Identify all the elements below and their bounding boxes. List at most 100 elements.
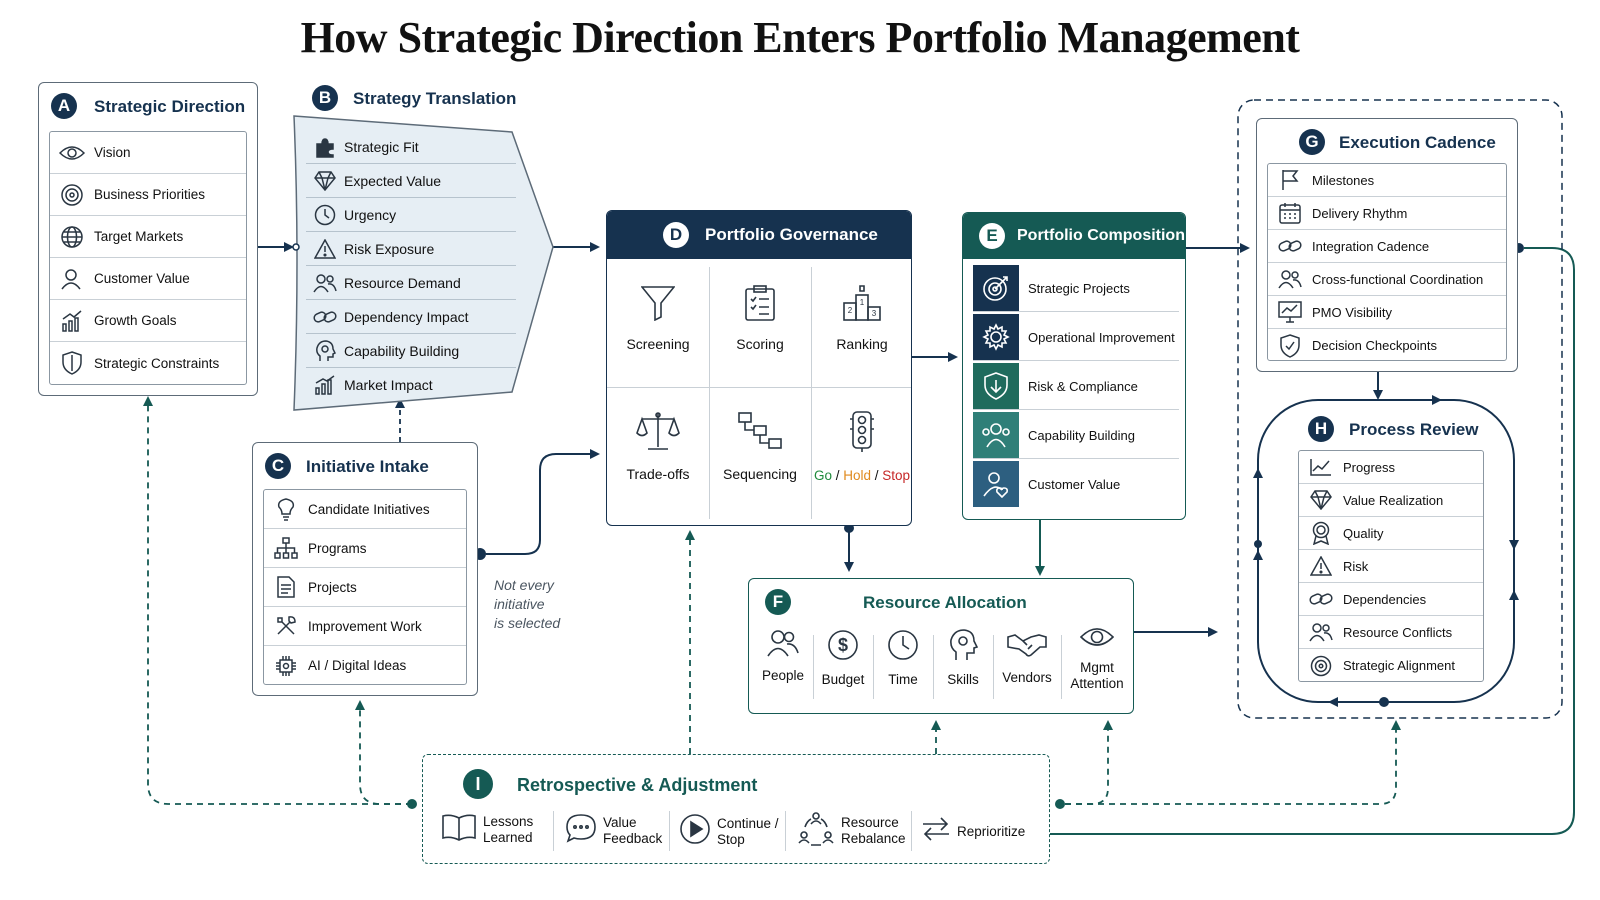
target-icon [50,183,94,207]
retrospective-card: I Retrospective & Adjustment Lessons Lea… [422,754,1050,864]
list-item: PMO Visibility [1268,296,1506,329]
head-gear-icon [306,339,344,362]
badge-i: I [463,769,493,799]
list-item: Programs [264,529,466,568]
eye-icon [50,144,94,162]
resource-people: People [753,629,813,684]
strategy-translation-list: Strategic Fit Expected Value Urgency Ris… [306,130,516,402]
lightbulb-icon [264,497,308,521]
list-item: Risk & Compliance [973,363,1179,410]
tradeoffs-step: Trade-offs [607,411,709,482]
link-icon [306,308,344,326]
user-heart-icon [973,461,1019,507]
execution-cadence-card: G Execution Cadence Milestones Delivery … [1256,118,1518,372]
list-item: Resource Conflicts [1299,616,1483,649]
list-item: Delivery Rhythm [1268,197,1506,230]
svg-text:2: 2 [848,306,853,315]
book-icon [441,813,477,846]
shield-icon [50,351,94,375]
swap-arrows-icon [921,817,951,846]
list-item: Strategic Constraints [50,342,246,384]
warning-icon [1299,556,1343,576]
warning-icon [306,238,344,259]
svg-text:3: 3 [872,309,877,318]
resource-budget: $ Budget [813,629,873,688]
list-item: Candidate Initiatives [264,490,466,529]
execution-cadence-title: Execution Cadence [1339,133,1496,152]
target-icon [973,265,1019,311]
list-item: Decision Checkpoints [1268,329,1506,362]
list-item: Dependency Impact [306,300,516,334]
link-icon [1299,590,1343,608]
stop-label: Stop [882,468,911,483]
list-item: Capability Building [306,334,516,368]
scoring-step: Scoring [709,285,811,352]
retrospective-title: Retrospective & Adjustment [517,775,758,795]
loop-g-to-i [1044,247,1575,835]
process-review-title: Process Review [1349,420,1479,439]
shield-icon [973,363,1019,409]
list-item: Strategic Fit [306,130,516,164]
target-icon [1299,655,1343,677]
award-icon [1299,521,1343,545]
badge-h: H [1308,416,1334,442]
list-item: Milestones [1268,164,1506,197]
resource-allocation-card: F Resource Allocation People $ Budget Ti… [748,578,1134,714]
strategic-direction-title: Strategic Direction [94,97,246,116]
svg-text:$: $ [838,635,848,655]
dollar-icon: $ [827,629,859,666]
initiative-intake-card: C Initiative Intake Candidate Initiative… [252,442,478,696]
process-review-list: Progress Value Realization Quality Risk … [1298,450,1484,682]
badge-a: A [51,93,77,119]
globe-icon [50,225,94,249]
strategy-translation-title: Strategy Translation [353,89,517,108]
list-item: Value Realization [1299,484,1483,517]
document-icon [264,576,308,598]
reprioritize: Reprioritize [921,817,1025,846]
initiative-intake-list: Candidate Initiatives Programs Projects … [263,489,467,685]
list-item: Dependencies [1299,583,1483,616]
traffic-light-icon [849,411,875,458]
hierarchy-icon [264,537,308,559]
handshake-icon [1007,629,1047,664]
people-icon [306,273,344,293]
list-item: Quality [1299,517,1483,550]
list-item: Progress [1299,451,1483,484]
growth-chart-icon [50,309,94,333]
feedback-i-to-f2 [1065,720,1113,805]
screening-step: Screening [607,285,709,352]
feedback-i-to-a [143,396,412,805]
initiative-intake-title: Initiative Intake [306,457,429,476]
resource-skills: Skills [933,629,993,688]
funnel-icon [640,285,676,326]
feedback-i-to-h [1065,720,1401,805]
svg-text:1: 1 [860,298,865,307]
badge-d: D [663,222,689,248]
go-hold-stop-step: Go / Hold / Stop [811,411,911,483]
selection-note: Not every initiative is selected [494,577,561,631]
page-title: How Strategic Direction Enters Portfolio… [300,13,1300,62]
eye-icon [1079,625,1115,654]
people-icon [973,412,1019,458]
tools-icon [264,615,308,637]
shield-check-icon [1268,333,1312,358]
portfolio-composition-title: Portfolio Composition [1017,227,1185,244]
list-item: Cross-functional Coordination [1268,263,1506,296]
sequencing-step: Sequencing [709,411,811,482]
chat-icon [565,813,597,848]
list-item: Vision [50,132,246,174]
list-item: Projects [264,568,466,607]
portfolio-governance-header: D Portfolio Governance [607,211,911,259]
list-item: Urgency [306,198,516,232]
portfolio-composition-card: E Portfolio Composition Strategic Projec… [962,212,1186,520]
monitor-chart-icon [1268,301,1312,323]
badge-e: E [979,223,1005,249]
list-item: Strategic Alignment [1299,649,1483,682]
list-item: Customer Value [50,258,246,300]
list-item: Strategic Projects [973,265,1179,312]
resource-mgmt-attention: Mgmt Attention [1061,625,1133,692]
people-icon [1268,269,1312,289]
